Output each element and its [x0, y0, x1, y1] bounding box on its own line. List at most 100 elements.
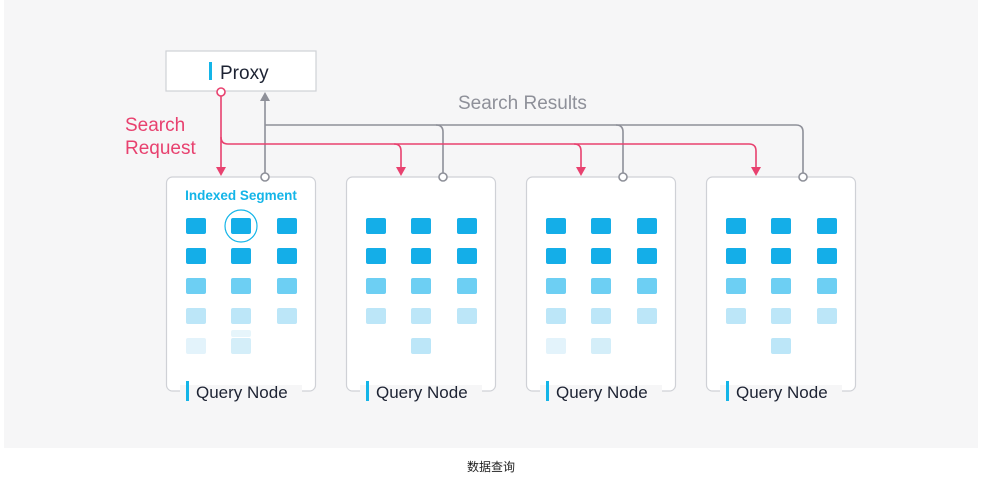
segment-block [591, 338, 611, 354]
segment-block [457, 278, 477, 294]
segment-grid [546, 218, 657, 354]
segment-block [546, 308, 566, 324]
results-dot-2 [438, 172, 448, 182]
segment-block [817, 278, 837, 294]
segment-block [186, 308, 206, 324]
segment-block [411, 338, 431, 354]
segment-block [231, 330, 251, 337]
indexed-segment-label: Indexed Segment [185, 188, 297, 203]
segment-block [231, 248, 251, 264]
segment-block [726, 248, 746, 264]
request-arrow-1 [216, 167, 226, 176]
segment-block [546, 248, 566, 264]
segment-block [411, 248, 431, 264]
segment-block [411, 278, 431, 294]
results-connection-dots [260, 172, 808, 182]
query-node-label-gap [540, 385, 662, 397]
query-node-accent-bar [186, 381, 189, 401]
search-request-label-line2: Request [125, 138, 196, 159]
segment-block [277, 218, 297, 234]
selected-segment-highlight [224, 209, 258, 243]
segment-block [457, 308, 477, 324]
segment-block [366, 278, 386, 294]
query-node-accent-bar [366, 381, 369, 401]
query-node-accent-bar [726, 381, 729, 401]
proxy-accent-bar [209, 62, 212, 80]
request-arrow-2 [396, 167, 406, 176]
segment-block [277, 248, 297, 264]
query-node-label-gap [720, 385, 842, 397]
segment-block [411, 218, 431, 234]
segment-block [637, 308, 657, 324]
segment-grid [366, 218, 477, 354]
segment-block [277, 308, 297, 324]
query-node-label: Query Node [556, 383, 648, 402]
results-dot-3 [618, 172, 628, 182]
request-branch-2 [393, 143, 402, 168]
segment-block [591, 278, 611, 294]
results-dot-4 [798, 172, 808, 182]
query-node-accent-bar [546, 381, 549, 401]
request-branch-3 [573, 143, 582, 168]
search-request-label-line1: Search [125, 115, 185, 136]
search-results-label: Search Results [458, 93, 587, 114]
segment-block [817, 308, 837, 324]
results-branch-2 [435, 124, 444, 174]
results-arrow-head [260, 92, 270, 101]
figure-caption: 数据查询 [466, 460, 515, 474]
segment-block [771, 248, 791, 264]
search-results-lines [264, 99, 804, 174]
segment-block [366, 248, 386, 264]
segment-block [771, 308, 791, 324]
segment-block [366, 308, 386, 324]
query-node-label-gap [180, 385, 302, 397]
segment-block [457, 248, 477, 264]
segment-block [186, 338, 206, 354]
segment-block [186, 218, 206, 234]
request-origin-dot [216, 87, 226, 97]
segment-block [637, 218, 657, 234]
request-arrow-heads [216, 167, 761, 176]
segment-block [591, 248, 611, 264]
segment-grid [726, 218, 837, 354]
segment-block [591, 218, 611, 234]
segment-block [726, 308, 746, 324]
segment-block [277, 278, 297, 294]
segment-block [411, 308, 431, 324]
segment-block [186, 278, 206, 294]
query-architecture-diagram: Proxy Search Request Search Results Quer… [125, 50, 857, 402]
segment-grids-layer [186, 218, 837, 354]
query-node-label: Query Node [736, 383, 828, 402]
query-node-label-gap [360, 385, 482, 397]
proxy-box: Proxy [165, 50, 317, 92]
segment-block [546, 338, 566, 354]
request-arrow-3 [576, 167, 586, 176]
segment-block [591, 308, 611, 324]
segment-block [457, 218, 477, 234]
request-bus-line [220, 136, 757, 168]
segment-block [817, 218, 837, 234]
segment-block [726, 278, 746, 294]
results-branch-3 [615, 124, 624, 174]
segment-block [186, 248, 206, 264]
segment-block [231, 338, 251, 354]
results-dot-1 [260, 172, 270, 182]
segment-block [231, 308, 251, 324]
segment-block [726, 218, 746, 234]
request-arrow-4 [751, 167, 761, 176]
query-node-label: Query Node [376, 383, 468, 402]
segment-block [366, 218, 386, 234]
proxy-label: Proxy [220, 63, 269, 84]
search-request-lines [220, 96, 757, 168]
segment-block [771, 278, 791, 294]
segment-block [546, 218, 566, 234]
segment-block [231, 278, 251, 294]
segment-block [771, 218, 791, 234]
segment-block [637, 248, 657, 264]
results-bus-line [265, 124, 804, 174]
segment-block [771, 338, 791, 354]
segment-block [231, 218, 251, 234]
query-nodes-layer: Query Node Query Node Query Node Query Node [165, 176, 857, 402]
segment-grid [186, 218, 297, 354]
query-node-label: Query Node [196, 383, 288, 402]
